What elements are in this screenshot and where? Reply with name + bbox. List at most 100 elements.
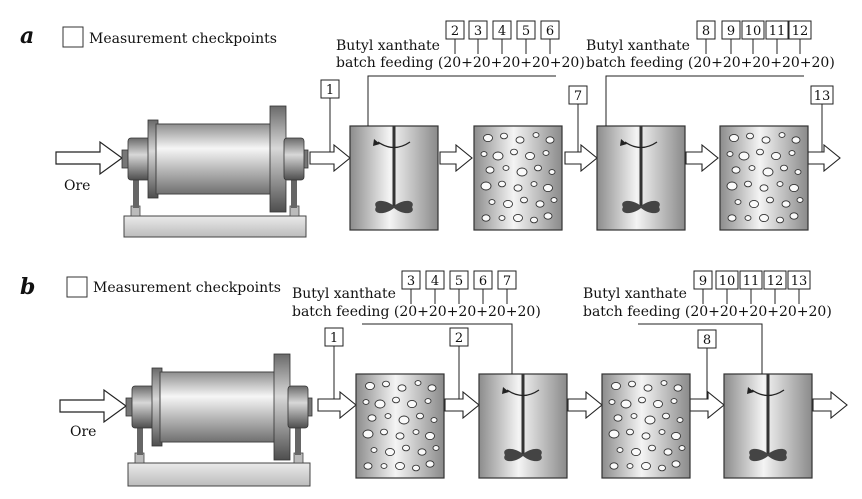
bubble — [648, 444, 656, 452]
bubble — [534, 164, 542, 172]
checkpoint-3: 3 — [468, 20, 488, 40]
bubble — [762, 167, 774, 177]
bubble — [796, 197, 804, 203]
checkpoint-5: 5 — [516, 20, 536, 40]
flow-arrow — [564, 143, 598, 173]
bubble — [407, 399, 417, 409]
bubble — [485, 166, 495, 174]
feed-leader-line — [605, 75, 804, 126]
bubble — [365, 381, 375, 391]
bubble — [749, 199, 759, 209]
checkpoint-number: 4 — [431, 274, 439, 289]
mill-end-cap — [287, 385, 309, 429]
checkpoint-6: 6 — [473, 270, 493, 290]
checkpoint-number: 7 — [503, 274, 511, 289]
bubble — [374, 399, 386, 409]
bubble — [726, 151, 734, 157]
bubble — [417, 448, 427, 456]
checkpoint-9: 9 — [693, 270, 713, 290]
checkpoint-10: 10 — [715, 270, 739, 290]
checkpoint-5: 5 — [449, 270, 469, 290]
checkpoint-13: 13 — [787, 270, 811, 290]
flow-arrow — [685, 143, 719, 173]
bubble — [791, 136, 801, 144]
bubble-field — [480, 132, 558, 224]
legend-checkpoint-box — [66, 276, 88, 298]
bubble — [671, 431, 681, 441]
bubble — [548, 169, 556, 175]
bubble — [608, 429, 620, 439]
feed-label-line2: batch feeding (20+20+20+20+20) — [583, 304, 832, 320]
bubble — [641, 432, 651, 440]
checkpoint-12: 12 — [763, 270, 787, 290]
mill-drum — [159, 371, 277, 443]
bubble — [392, 396, 400, 404]
ore-input-arrow — [55, 140, 124, 176]
checkpoint-number: 13 — [814, 89, 831, 104]
impeller-blade — [504, 448, 542, 462]
bubble — [380, 428, 388, 436]
bubble — [663, 448, 673, 456]
mill-drum — [155, 123, 273, 195]
legend-checkpoint-box — [62, 26, 84, 48]
checkpoint-6: 6 — [540, 20, 560, 40]
bubble — [543, 183, 553, 193]
bubble — [780, 164, 788, 172]
rotation-arrow-head — [620, 139, 627, 146]
panel-letter-a: a — [20, 23, 34, 49]
ball-mill — [121, 105, 309, 238]
bubble — [643, 384, 653, 392]
feed-label-line2: batch feeding (20+20+20+20+20) — [586, 55, 835, 71]
checkpoint-8: 8 — [696, 20, 716, 40]
checkpoint-number: 7 — [574, 89, 582, 104]
flow-arrow — [444, 390, 480, 420]
flow-arrow — [317, 390, 357, 420]
flow-arrow — [439, 143, 473, 173]
bubble-field — [362, 380, 440, 472]
bubble — [678, 445, 686, 451]
bubble — [498, 215, 506, 221]
flow-arrow — [567, 390, 603, 420]
checkpoint-number: 13 — [791, 274, 808, 289]
agitation-tank — [349, 125, 439, 231]
bubble — [498, 180, 506, 188]
bubble — [789, 212, 799, 220]
bubble — [424, 398, 432, 404]
bubble — [608, 399, 616, 405]
bubble — [748, 165, 756, 171]
checkpoint-number: 3 — [474, 24, 482, 39]
mill-base — [127, 462, 311, 487]
checkpoint-7: 7 — [497, 270, 517, 290]
flow-arrow — [309, 143, 351, 173]
bubble — [545, 136, 555, 144]
bubble — [414, 380, 422, 386]
checkpoint-number: 12 — [767, 274, 784, 289]
bubble — [516, 167, 528, 177]
flotation-cell — [601, 373, 691, 479]
checkpoint-4: 4 — [425, 270, 445, 290]
bubble — [638, 396, 646, 404]
bubble — [676, 417, 684, 423]
bubble — [761, 136, 771, 144]
bubble — [488, 199, 496, 205]
bubble — [398, 415, 410, 425]
bubble — [727, 214, 737, 222]
bubble — [427, 384, 437, 392]
bubble — [550, 197, 558, 203]
checkpoint-number: 4 — [498, 24, 506, 39]
bubble — [671, 460, 681, 468]
bubble — [756, 148, 764, 156]
bubble — [673, 384, 683, 392]
bubble — [543, 212, 553, 220]
checkpoint-number: 2 — [451, 24, 459, 39]
flow-arrow — [812, 390, 848, 420]
bubble — [789, 183, 799, 193]
checkpoint-number: 9 — [699, 274, 707, 289]
bubble — [483, 133, 493, 143]
flotation-cell — [355, 373, 445, 479]
checkpoint-8: 8 — [697, 329, 717, 349]
checkpoint-number: 5 — [455, 274, 463, 289]
checkpoint-2: 2 — [449, 327, 469, 347]
checkpoint-4: 4 — [492, 20, 512, 40]
bubble — [515, 136, 525, 144]
